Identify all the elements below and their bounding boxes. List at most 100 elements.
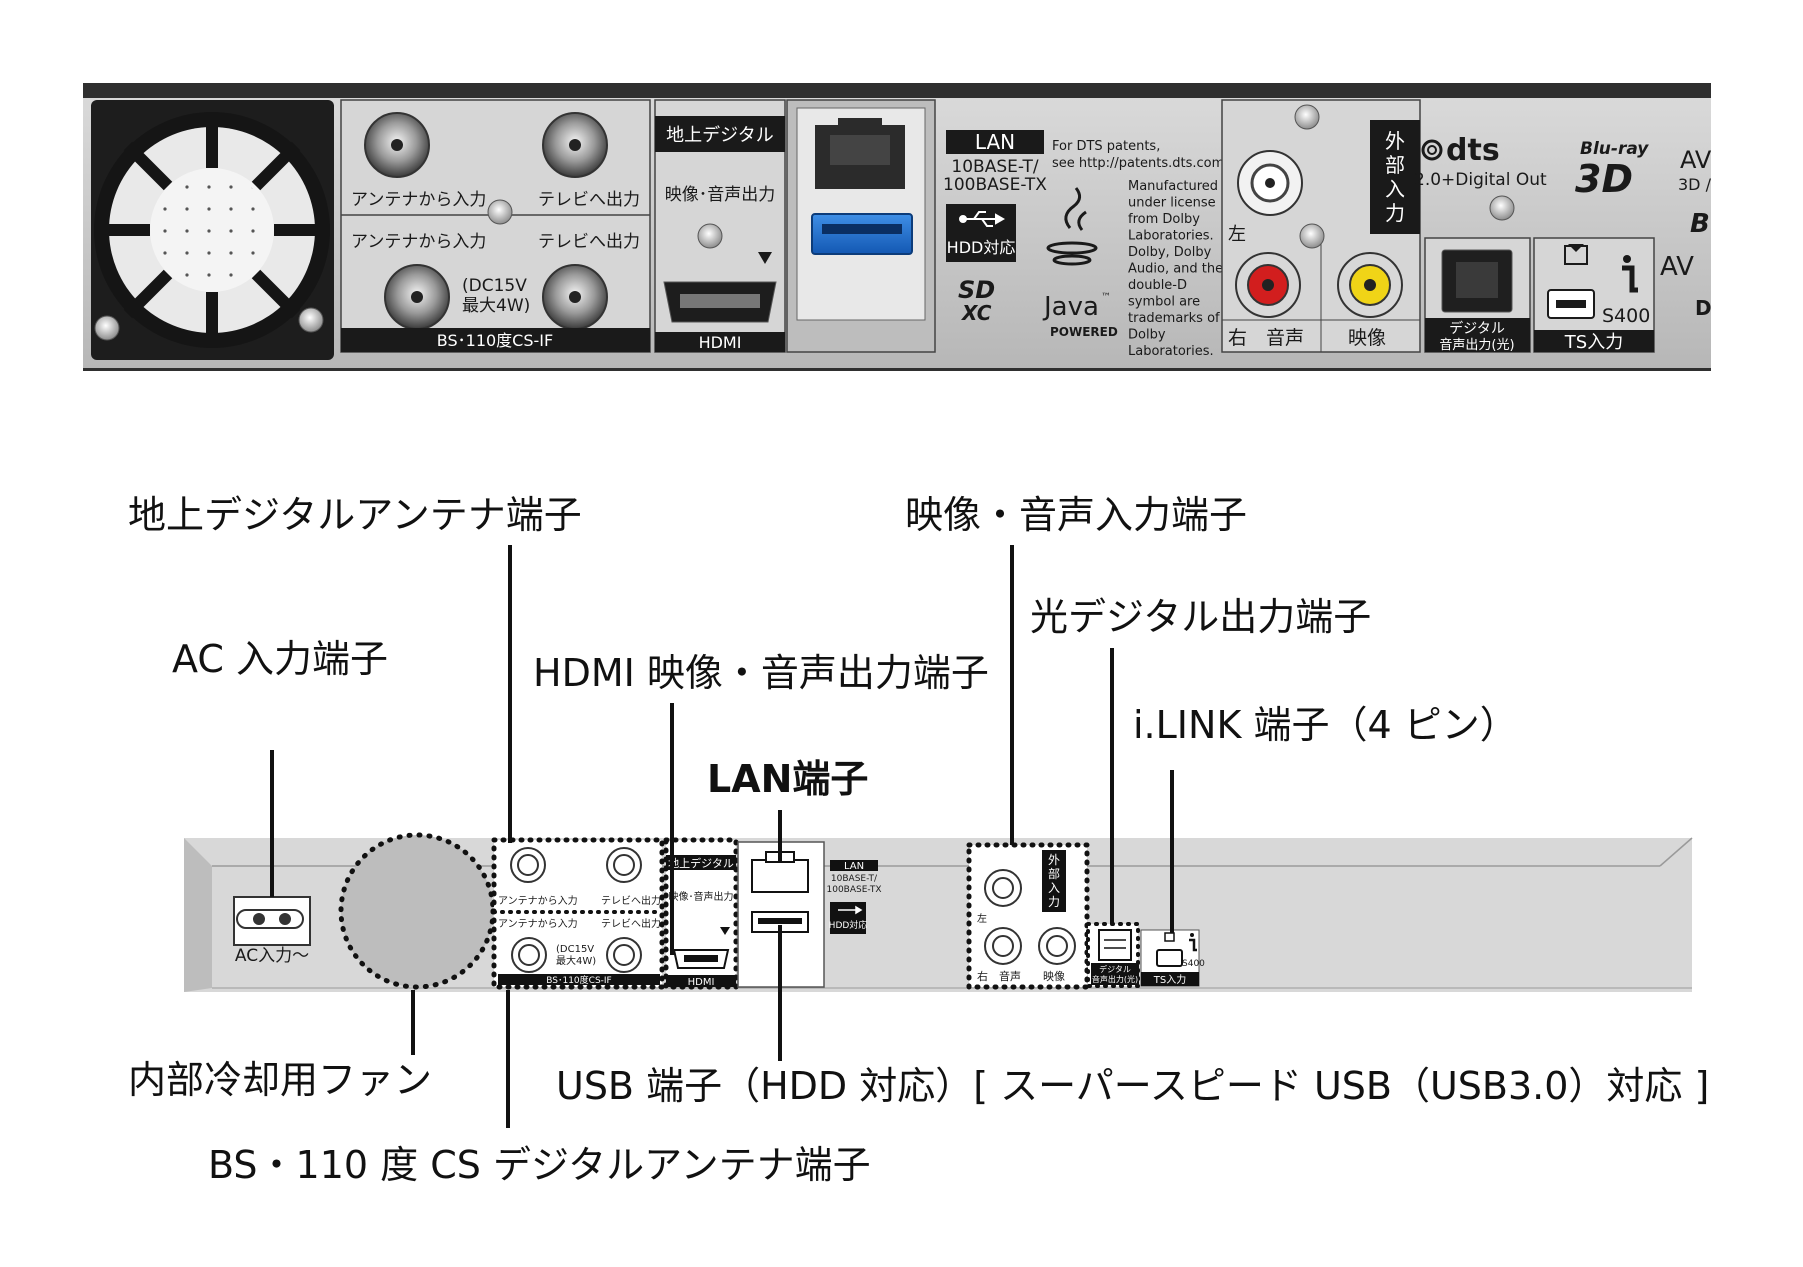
tv-out-label: テレビへ出力	[538, 190, 640, 210]
video-label: 映像	[1348, 327, 1386, 349]
svg-text:AV: AV	[1660, 252, 1694, 282]
svg-text:映像･音声出力: 映像･音声出力	[669, 890, 734, 903]
callout-fan: 内部冷却用ファン	[128, 1058, 432, 1102]
svg-text:S400: S400	[1182, 959, 1205, 969]
dolby-lines-line: Laboratories.	[1128, 229, 1214, 244]
svg-text:地上デジタル: 地上デジタル	[668, 856, 734, 870]
callout-terrestrial-antenna: 地上デジタルアンテナ端子	[128, 493, 582, 537]
ilink-block: S400 TS入力	[1533, 237, 1655, 353]
leader-lines	[270, 545, 1174, 1128]
ext-in-small-line: 入	[1048, 881, 1060, 895]
svg-text:テレビへ出力: テレビへ出力	[601, 894, 661, 907]
ac-inlet: AC入力～	[233, 896, 311, 966]
ext-in-top-line: 力	[1385, 201, 1405, 225]
ext-in-top-line: 外	[1385, 129, 1405, 153]
optical-out-block: デジタル 音声出力(光)	[1424, 195, 1531, 353]
svg-text:左: 左	[977, 912, 987, 925]
bluray-3d-logo-icon: Blu-ray 3D	[1575, 139, 1649, 201]
callout-usb: USB 端子（HDD 対応）[ スーパースピード USB（USB3.0）対応 ]	[556, 1064, 1709, 1108]
antenna-in-label: アンテナから入力	[351, 190, 486, 210]
hdmi-block: 地上デジタル 映像･音声出力 HDMI	[654, 99, 786, 353]
ext-in-top-line: 入	[1385, 177, 1405, 201]
avchd-logo-icon: AV 3D / B AV D	[1660, 146, 1712, 320]
svg-text:B: B	[1690, 209, 1710, 239]
rear-schematic: AC入力～ アンテナから入力 テレビへ出力 アンテナから入力 テレビへ出力 (D…	[128, 493, 1709, 1187]
right-audio-label: 右 音声	[1228, 327, 1304, 349]
lan-spec-2: 100BASE-TX	[943, 175, 1047, 195]
callout-optical-digital: 光デジタル出力端子	[1030, 595, 1371, 639]
dolby-lines-line: under license	[1128, 196, 1216, 211]
svg-text:アンテナから入力: アンテナから入力	[498, 917, 578, 930]
svg-text:3D: 3D	[1575, 157, 1633, 201]
tv-out-label-2: テレビへ出力	[538, 232, 640, 252]
svg-text:see http://patents.dts.com.: see http://patents.dts.com.	[1052, 156, 1228, 171]
lan-usb-block	[786, 99, 936, 353]
svg-text:右 音声: 右 音声	[977, 969, 1021, 983]
dolby-lines-line: double-D	[1128, 278, 1187, 293]
svg-text:D: D	[1695, 296, 1712, 320]
callout-ac-input: AC 入力端子	[172, 637, 388, 681]
svg-text:TS入力: TS入力	[1564, 332, 1623, 353]
av-output-label: 映像･音声出力	[665, 185, 776, 205]
schematic-hdmi-block: 地上デジタル 映像･音声出力 HDMI	[663, 837, 739, 990]
svg-text:BS･110度CS-IF: BS･110度CS-IF	[546, 974, 611, 986]
java-logo-icon: Java ™ POWERED	[1042, 187, 1118, 339]
cooling-fan-grille	[91, 100, 334, 360]
dolby-lines-line: Dolby	[1128, 328, 1166, 343]
antenna-in-label-2: アンテナから入力	[351, 232, 486, 252]
usb-symbol-icon	[959, 211, 1006, 227]
svg-text:TS入力: TS入力	[1153, 973, 1186, 986]
format-logos: dts 2.0+Digital Out Blu-ray 3D AV 3D / B…	[1414, 133, 1712, 320]
svg-text:AV: AV	[1680, 146, 1712, 174]
svg-text:アンテナから入力: アンテナから入力	[498, 894, 578, 907]
ilink-logo-icon	[1622, 255, 1638, 293]
schematic-optical-block: デジタル 音声出力(光)	[1086, 922, 1140, 988]
dolby-lines-line: Laboratories.	[1128, 344, 1214, 359]
dolby-lines-line: from Dolby	[1128, 212, 1200, 227]
hdd-label: HDD対応	[947, 238, 1016, 257]
svg-text:デジタル: デジタル	[1099, 964, 1131, 974]
callout-ilink: i.LINK 端子（4 ピン）	[1133, 703, 1518, 747]
dolby-lines-line: Manufactured	[1128, 179, 1218, 194]
callout-labels: 地上デジタルアンテナ端子 映像・音声入力端子 光デジタル出力端子 AC 入力端子…	[128, 493, 1709, 1187]
svg-text:SD: SD	[958, 276, 995, 304]
svg-text:100BASE-TX: 100BASE-TX	[827, 885, 882, 895]
svg-text:HDMI: HDMI	[688, 977, 715, 988]
dts-logo-icon: dts 2.0+Digital Out	[1414, 133, 1547, 190]
ext-in-small-line: 外	[1048, 853, 1060, 867]
left-label: 左	[1228, 224, 1246, 245]
svg-text:音声出力(光): 音声出力(光)	[1439, 337, 1514, 353]
ac-input-label: AC入力～	[235, 946, 309, 966]
ext-in-small-line: 力	[1048, 895, 1060, 909]
callout-lan: LAN端子	[707, 757, 868, 801]
svg-text:3D /: 3D /	[1678, 175, 1712, 194]
max4w-label: 最大4W)	[462, 296, 530, 316]
lan-label: LAN	[975, 130, 1015, 154]
ext-in-top-line: 部	[1385, 153, 1405, 177]
ext-in-small-line: 部	[1048, 866, 1060, 881]
dolby-lines-line: Dolby, Dolby	[1128, 245, 1212, 260]
svg-text:S400: S400	[1602, 305, 1650, 327]
schematic-ilink-block: S400 TS入力	[1140, 929, 1205, 987]
lan-spec-1: 10BASE-T/	[951, 157, 1038, 177]
callout-av-input: 映像・音声入力端子	[905, 493, 1247, 537]
svg-text:Blu-ray: Blu-ray	[1580, 139, 1649, 159]
license-text: For DTS patents, see http://patents.dts.…	[1052, 139, 1228, 359]
svg-text:2.0+Digital Out: 2.0+Digital Out	[1414, 170, 1547, 190]
svg-text:POWERED: POWERED	[1050, 325, 1118, 339]
svg-text:テレビへ出力: テレビへ出力	[601, 917, 661, 930]
svg-text:映像: 映像	[1043, 970, 1065, 983]
dolby-lines-line: trademarks of	[1128, 311, 1220, 326]
dc15v-label: (DC15V	[462, 276, 527, 296]
svg-text:10BASE-T/: 10BASE-T/	[831, 874, 878, 884]
svg-text:For DTS patents,: For DTS patents,	[1052, 139, 1160, 154]
dolby-lines-line: Audio, and the	[1128, 262, 1223, 277]
svg-text:LAN: LAN	[844, 861, 864, 872]
dolby-lines-line: symbol are	[1128, 295, 1200, 310]
schematic-antenna-block: アンテナから入力 テレビへ出力 アンテナから入力 テレビへ出力 (DC15V 最…	[491, 837, 665, 990]
rear-panel-photo: アンテナから入力 テレビへ出力 アンテナから入力 テレビへ出力 (DC15V 最…	[83, 83, 1712, 371]
hdmi-label: HDMI	[699, 333, 742, 352]
